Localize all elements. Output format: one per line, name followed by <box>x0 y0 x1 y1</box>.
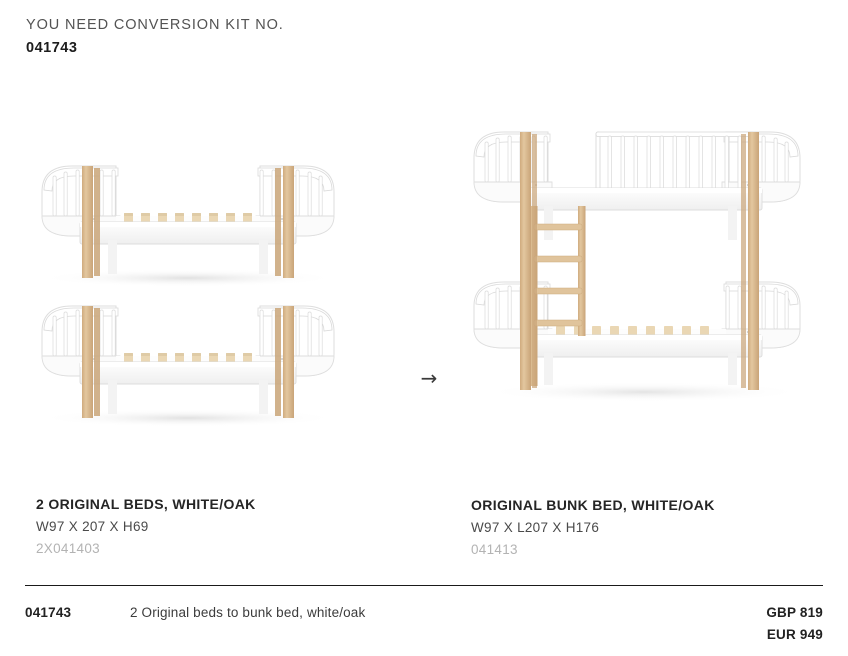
conversion-kit-number: 041743 <box>26 40 78 56</box>
product-dimensions: W97 X 207 X H69 <box>36 519 149 534</box>
kit-summary-row: 041743 2 Original beds to bunk bed, whit… <box>25 602 823 642</box>
arrow-right-icon: → <box>420 366 438 390</box>
product-comparison-row: → <box>0 120 848 500</box>
kit-sku: 041743 <box>25 605 72 620</box>
conversion-arrow: → <box>410 120 448 500</box>
product-captions: 2 ORIGINAL BEDS, WHITE/OAK W97 X 207 X H… <box>0 496 848 557</box>
bunk-bed-svg <box>473 131 804 402</box>
caption-bunk-bed: ORIGINAL BUNK BED, WHITE/OAK W97 X L207 … <box>436 496 848 557</box>
price-gbp: GBP 819 <box>766 605 823 620</box>
product-title: ORIGINAL BUNK BED, WHITE/OAK <box>471 497 715 513</box>
product-illustration-bunk-bed <box>448 120 848 500</box>
product-sku: 041413 <box>471 542 518 557</box>
kit-prices: GBP 819 EUR 949 <box>766 602 823 642</box>
caption-two-beds: 2 ORIGINAL BEDS, WHITE/OAK W97 X 207 X H… <box>0 496 436 557</box>
footer-divider <box>25 585 823 586</box>
product-sku: 2X041403 <box>36 541 100 556</box>
product-title: 2 ORIGINAL BEDS, WHITE/OAK <box>36 496 256 512</box>
kit-description: 2 Original beds to bunk bed, white/oak <box>130 605 366 620</box>
product-illustration-two-beds <box>0 120 410 500</box>
two-beds-svg <box>37 165 339 428</box>
conversion-kit-header: YOU NEED CONVERSION KIT NO. 041743 <box>26 17 284 56</box>
price-eur: EUR 949 <box>766 627 823 642</box>
product-dimensions: W97 X L207 X H176 <box>471 520 600 535</box>
conversion-kit-label: YOU NEED CONVERSION KIT NO. <box>26 17 284 33</box>
